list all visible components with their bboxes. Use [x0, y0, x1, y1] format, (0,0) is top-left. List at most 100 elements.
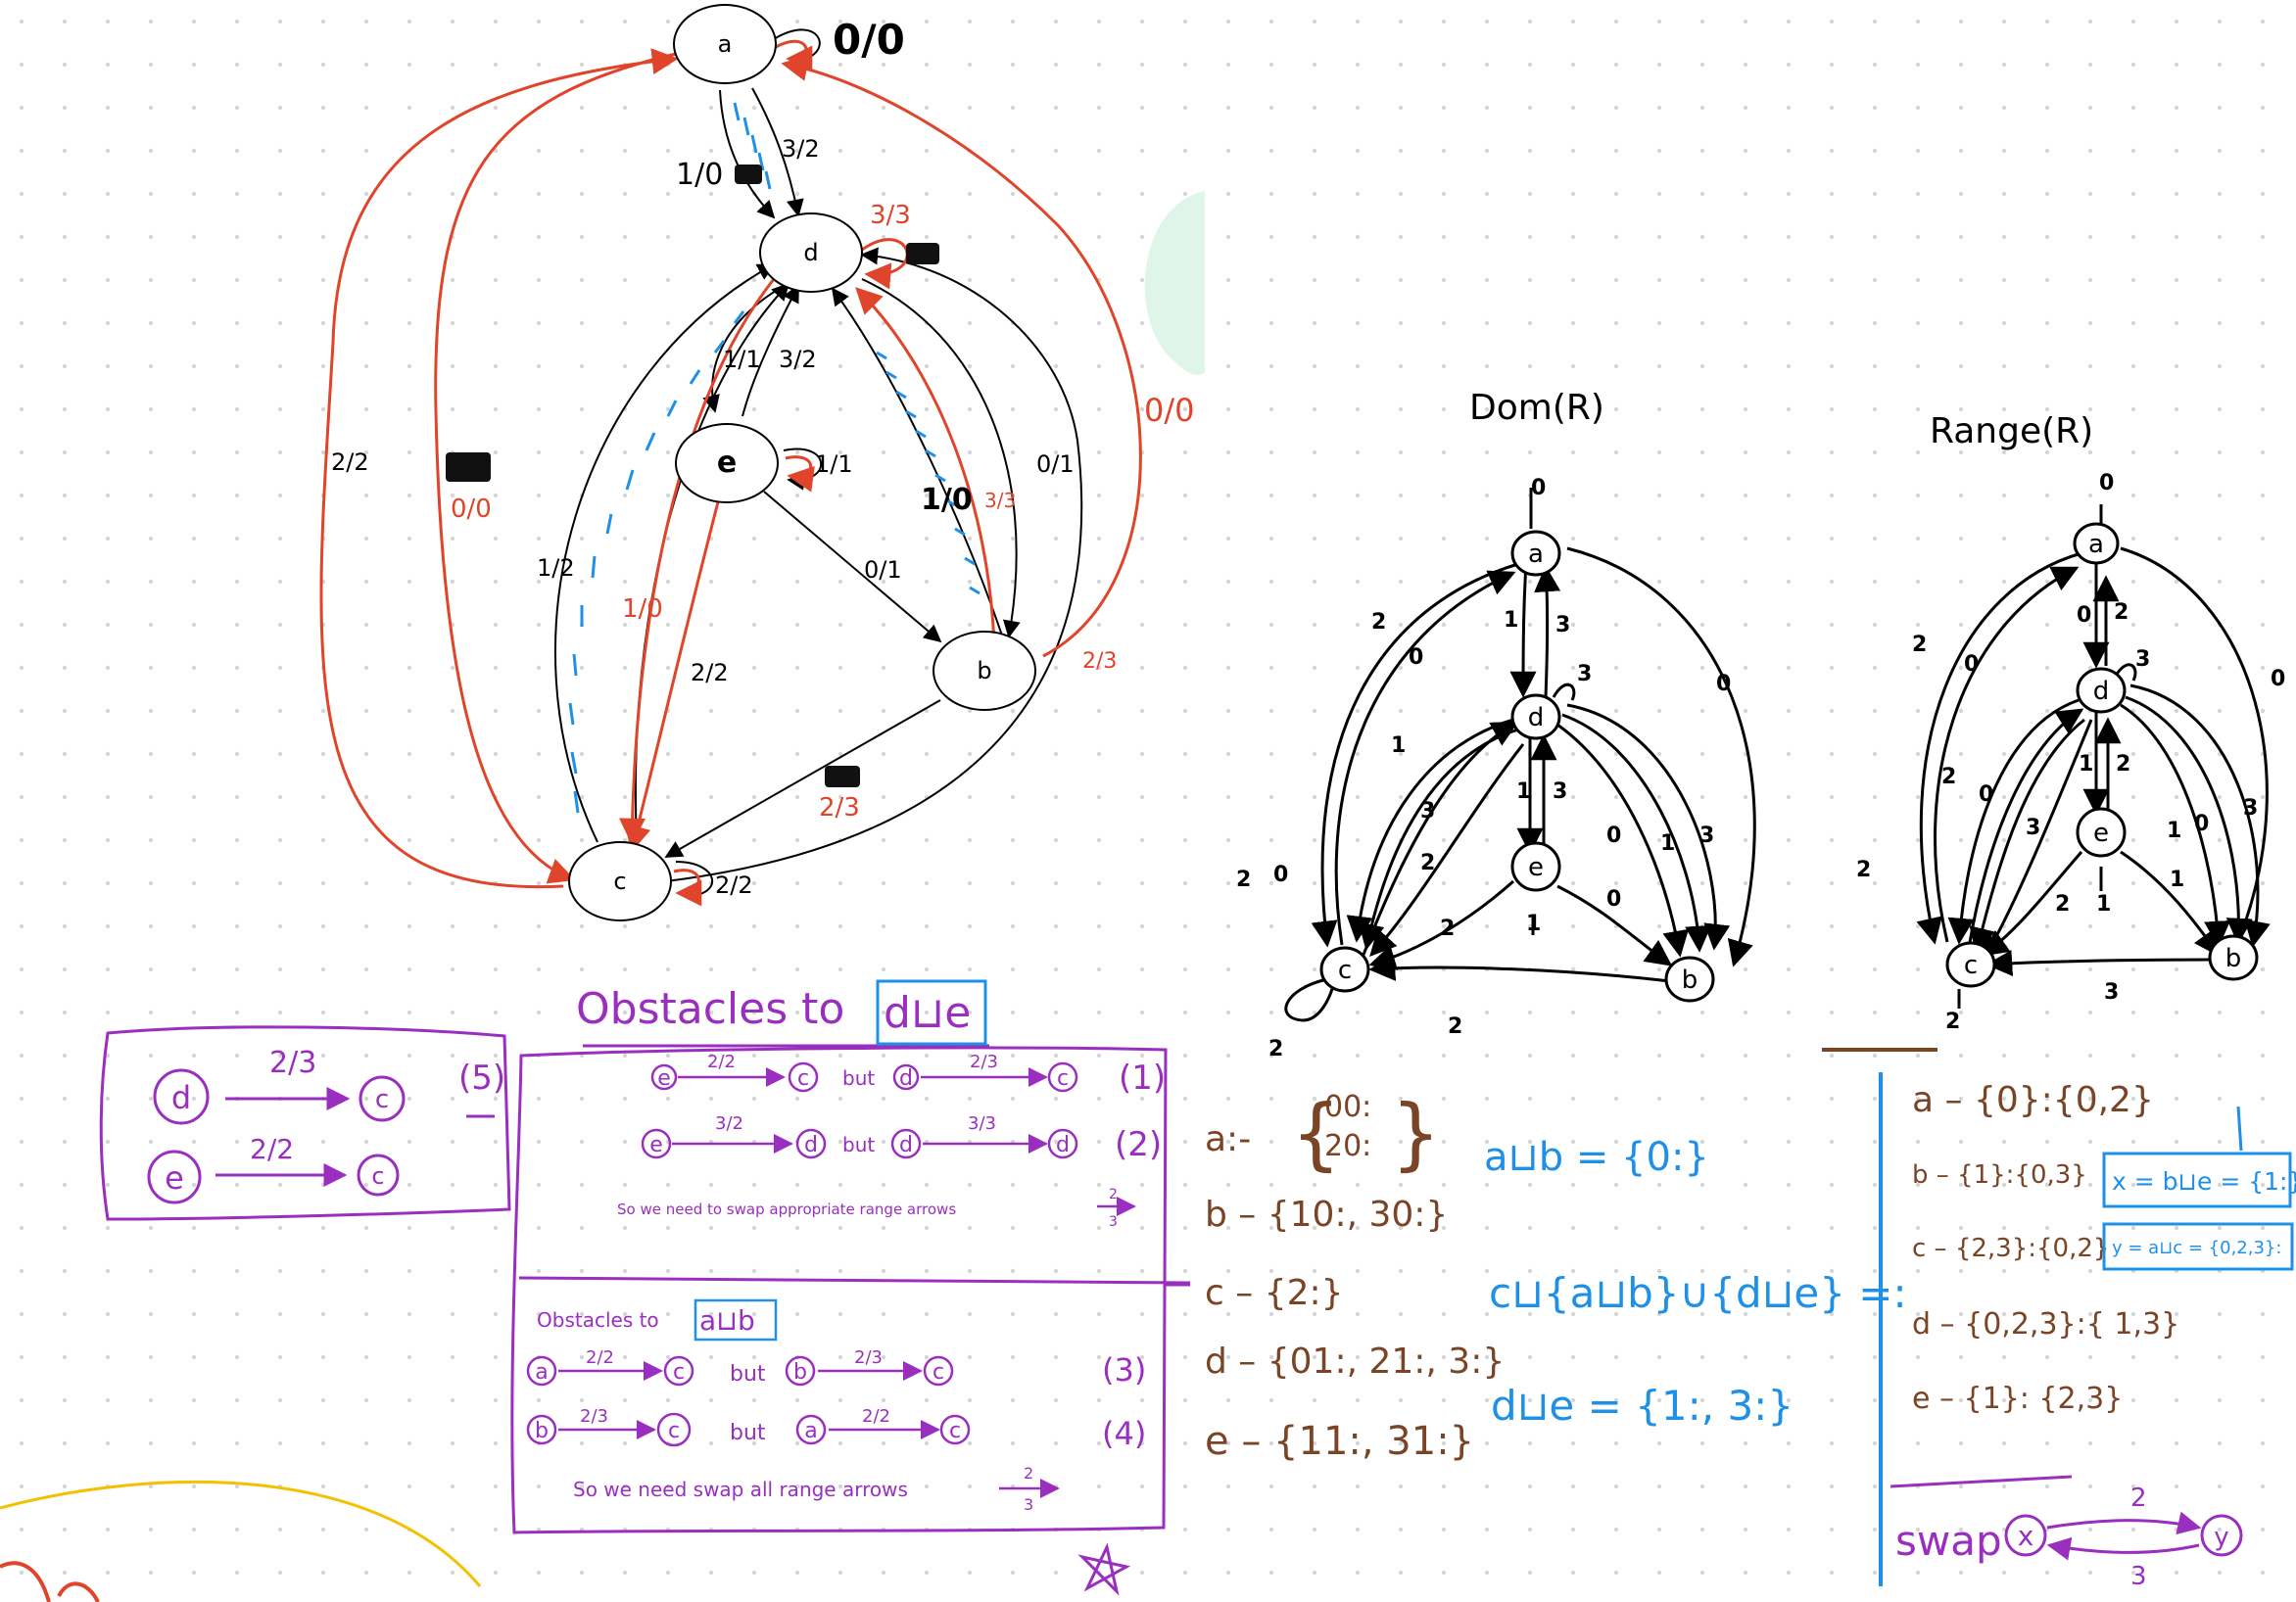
range-edge-label: 2: [1912, 633, 1927, 657]
range-set-c: c – {2,3}:{0,2}: [1912, 1234, 2109, 1263]
small-marker: (5): [458, 1059, 505, 1098]
small-row2-to: c: [371, 1162, 384, 1190]
corner-doodle: [0, 1561, 100, 1602]
edge-label: 1/1: [723, 346, 761, 373]
dom-edge: [1566, 703, 1731, 951]
aub-row-2: b 2/3 c but a 2/2 c (4): [526, 1406, 1146, 1452]
edge-label-red: 0/0: [451, 495, 492, 524]
dom-edge-label: 3: [1553, 779, 1567, 804]
dom-edge-label: 2: [1371, 610, 1386, 635]
svg-text:2/3: 2/3: [970, 1052, 998, 1072]
range-node-a: [2073, 522, 2120, 565]
range-node-d-label: d: [2093, 677, 2110, 706]
node-e-label: e: [717, 446, 737, 480]
yellow-curve: [0, 1480, 482, 1587]
range-set-b: b – {1}:{0,3}: [1912, 1160, 2087, 1190]
edge-label: 2/2: [715, 872, 753, 899]
dom-set-d: d – {01:, 21:, 3:}: [1205, 1342, 1505, 1382]
node-c: [568, 841, 672, 921]
dom-edge-label: 3: [1577, 662, 1592, 686]
node-e: [675, 423, 779, 503]
edge-a-c-inner: [434, 52, 677, 884]
range-y-box: y = a⊔c = {0,2,3}:: [2112, 1238, 2281, 1258]
dom-edge-label: 0: [1409, 645, 1423, 670]
dom-set-a-brace: {: [1291, 1088, 1341, 1179]
range-x-box: x = b⊔e = {1:}: [2112, 1167, 2296, 1196]
swap-to: y: [2214, 1523, 2228, 1552]
small-row1-from: d: [171, 1079, 191, 1116]
edge-label-red: 2/3: [819, 793, 860, 823]
edge-label: 1/0: [921, 483, 973, 517]
small-row1-to: c: [375, 1085, 389, 1114]
due-title-boxed: d⊔e: [884, 988, 971, 1038]
range-edge: [2129, 683, 2271, 948]
svg-text:3/2: 3/2: [715, 1113, 743, 1134]
edge-label: 1/0: [676, 158, 723, 192]
dom-edge-label: 2: [1448, 1014, 1462, 1039]
range-edge-label: 2: [2055, 892, 2070, 917]
svg-text:a: a: [804, 1419, 817, 1443]
svg-text:2/2: 2/2: [862, 1406, 890, 1427]
redaction-block: [906, 243, 939, 264]
range-edge-label: 0: [2194, 812, 2209, 836]
dom-node-c-label: c: [1338, 956, 1352, 985]
svg-text:(4): (4): [1102, 1415, 1146, 1452]
svg-text:(3): (3): [1102, 1351, 1146, 1389]
dom-edge: [1534, 565, 1561, 698]
dom-edge-label: 1: [1526, 912, 1541, 936]
dom-edge-label: 1: [1660, 831, 1675, 856]
dom-node-a-label: a: [1528, 540, 1544, 569]
dom-set-c: c – {2:}: [1205, 1273, 1344, 1313]
node-a: [673, 4, 777, 84]
dom-edge: [1334, 570, 1516, 946]
dom-node-d: [1510, 693, 1561, 740]
svg-text:d: d: [804, 1133, 818, 1157]
svg-text:2/3: 2/3: [854, 1347, 883, 1368]
range-node-c: [1945, 941, 1996, 988]
svg-text:but: but: [730, 1421, 766, 1445]
edge-label-red: 3/3: [870, 201, 911, 230]
range-edge: [2114, 663, 2137, 682]
dom-node-c: [1319, 946, 1370, 993]
node-d: [759, 212, 863, 293]
dom-edge-label: 2: [1236, 868, 1251, 892]
dom-edge: [1556, 884, 1673, 966]
due-note-frac-bottom: 3: [1109, 1214, 1118, 1230]
range-node-b: [2208, 934, 2259, 981]
range-edge-label: 2: [2116, 752, 2130, 777]
blue-hatches: [568, 102, 981, 814]
range-edge-label: 3: [2026, 816, 2040, 840]
aub-row-1: a 2/2 c but b 2/3 c (3): [526, 1347, 1146, 1389]
range-edge: [2120, 546, 2269, 967]
dom-edge-label: 2: [1440, 917, 1455, 941]
svg-text:c: c: [1057, 1066, 1069, 1091]
small-row1-label: 2/3: [269, 1046, 316, 1080]
edge-label: 0/0: [833, 16, 905, 64]
dom-set-a-brace-close: }: [1391, 1088, 1441, 1179]
dom-edge: [1566, 546, 1756, 967]
range-edge: [1934, 566, 2080, 943]
edge-label: 3/2: [779, 346, 817, 373]
main-graph: a d e b c 3/2 1/0 1/1 3/2 1/1 0/1 0/1 1/…: [319, 4, 1195, 921]
svg-text:c: c: [933, 1360, 944, 1385]
node-a-label: a: [718, 30, 733, 58]
range-set-a: a – {0}:{0,2}: [1912, 1080, 2154, 1120]
dom-node-e-label: e: [1528, 853, 1544, 882]
blue-aub: a⊔b = {0:}: [1484, 1135, 1709, 1180]
dom-edge-label: 2: [1268, 1037, 1283, 1061]
due-row-2: e 3/2 d but d 3/3 d (2): [641, 1113, 1162, 1164]
dom-graph: Dom(R): [1236, 388, 1756, 1061]
swap-diagram: swap x 2 3 y: [1889, 1475, 2243, 1591]
svg-text:e: e: [657, 1066, 671, 1091]
dom-edge: [1556, 723, 1690, 958]
dom-edge: [1362, 721, 1519, 956]
blue-cu: c⊔{a⊔b}∪{d⊔e} =:: [1489, 1269, 1907, 1317]
range-edge: [1981, 851, 2083, 957]
edge-d-c-red: [618, 278, 776, 845]
range-edge-label: 0: [1979, 782, 1993, 807]
range-edge-label: 0: [2099, 471, 2114, 495]
svg-text:d: d: [899, 1066, 913, 1091]
range-edge: [2120, 703, 2231, 948]
range-edge-label: 3: [2243, 796, 2258, 821]
